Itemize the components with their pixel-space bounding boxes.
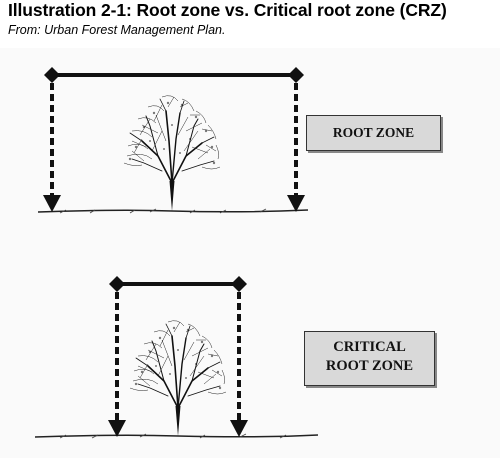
arrow-down-icon-right <box>287 195 305 212</box>
tree-icon-bottom <box>129 319 227 437</box>
arrow-down-icon-left <box>43 195 61 212</box>
root-zone-diagram-top <box>37 67 309 214</box>
diagram-title: Illustration 2-1: Root zone vs. Critical… <box>8 0 447 20</box>
ground-line-top <box>37 208 309 214</box>
crz-diamond-marker-right <box>231 276 247 292</box>
critical-root-zone-label-line1: CRITICAL <box>333 339 406 355</box>
critical-root-zone-diagram <box>34 276 319 439</box>
crz-diamond-marker-left <box>109 276 125 292</box>
diamond-marker-right <box>288 67 304 83</box>
tree-icon-top <box>123 94 221 212</box>
critical-root-zone-label: CRITICAL ROOT ZONE <box>304 331 435 386</box>
diamond-marker-left <box>44 67 60 83</box>
critical-root-zone-label-line2: ROOT ZONE <box>325 358 414 374</box>
root-zone-label: ROOT ZONE <box>306 115 441 151</box>
ground-line-bottom <box>34 433 319 439</box>
crz-arrow-down-icon-right <box>230 420 248 437</box>
crz-arrow-down-icon-left <box>108 420 126 437</box>
diagram-source: From: Urban Forest Management Plan. <box>8 23 226 37</box>
